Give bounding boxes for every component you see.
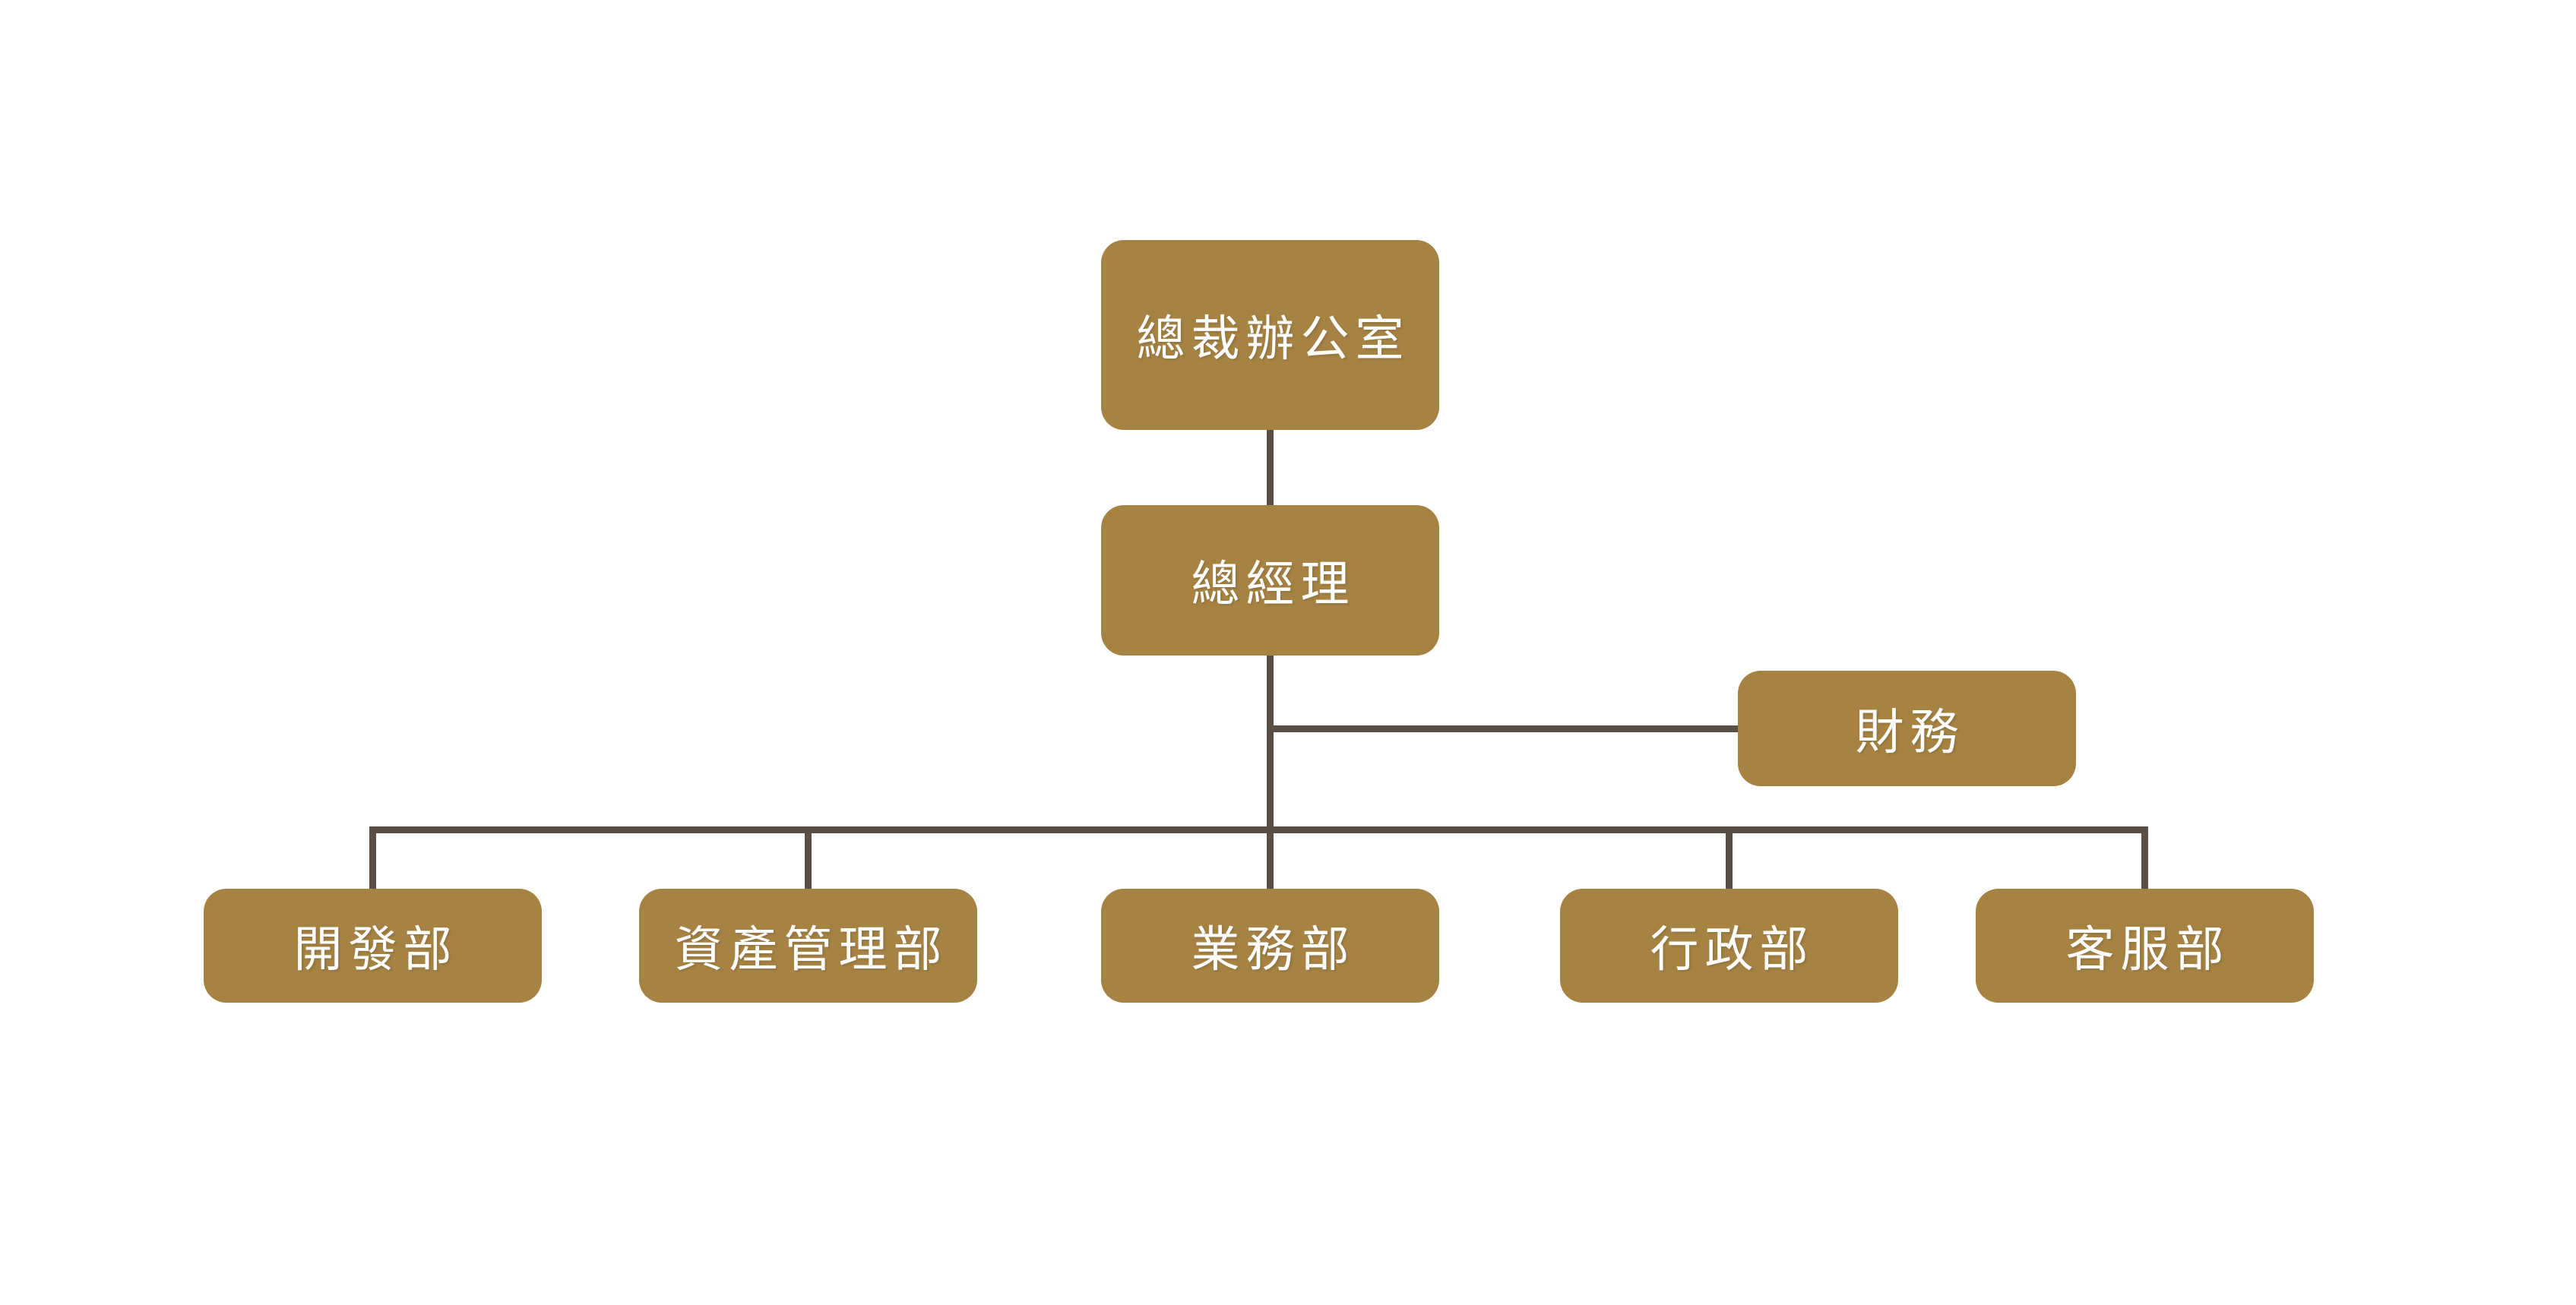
org-node-business: 業務部 [1101,889,1439,1003]
org-node-business-label: 業務部 [1191,922,1356,977]
connector-gm-to-finance [1270,725,1738,732]
connector-drop-development [369,829,376,889]
org-node-president-office-label: 總裁辦公室 [1136,311,1410,366]
connector-drop-customer-service [2141,829,2148,889]
connector-president-to-gm [1267,430,1274,505]
connector-drop-asset-management [805,829,812,889]
org-node-finance: 財務 [1738,671,2076,786]
org-node-general-manager: 總經理 [1101,505,1439,656]
connector-drop-administration [1726,829,1733,889]
connector-department-bus [369,826,2148,833]
org-node-president-office: 總裁辦公室 [1101,240,1439,430]
org-node-customer-service: 客服部 [1976,889,2314,1003]
org-node-administration: 行政部 [1560,889,1898,1003]
connector-gm-trunk [1267,655,1274,889]
org-node-development-label: 開發部 [293,922,458,977]
org-node-asset-management-label: 資產管理部 [674,922,948,977]
org-node-administration-label: 行政部 [1650,922,1815,977]
org-node-development: 開發部 [204,889,542,1003]
org-node-asset-management: 資產管理部 [639,889,977,1003]
org-node-customer-service-label: 客服部 [2065,922,2230,977]
org-node-general-manager-label: 總經理 [1191,557,1356,611]
org-node-finance-label: 財務 [1855,705,1965,760]
